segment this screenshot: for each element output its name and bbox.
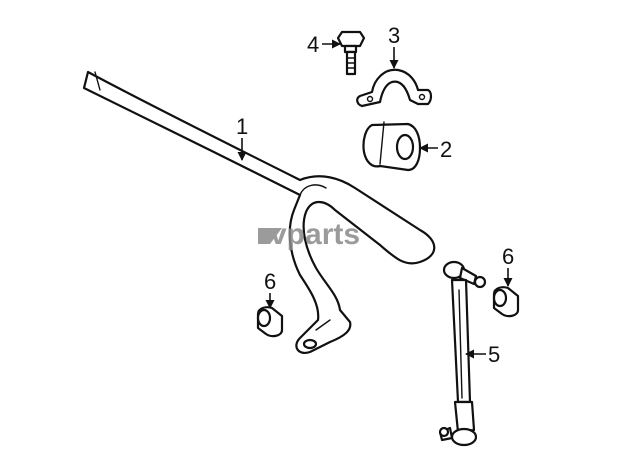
- svg-text:6: 6: [264, 269, 276, 294]
- link-nut-right[interactable]: [492, 286, 520, 318]
- link-nut-left[interactable]: [256, 306, 284, 338]
- bushing-bracket[interactable]: [356, 68, 433, 108]
- svg-text:5: 5: [488, 342, 500, 367]
- callout-6-left: 6: [264, 269, 276, 309]
- svg-text:2: 2: [440, 137, 452, 162]
- callout-2: 2: [419, 137, 452, 162]
- stabilizer-bushing[interactable]: [362, 121, 422, 172]
- callout-1: 1: [236, 114, 248, 161]
- callout-5: 5: [465, 342, 500, 367]
- svg-text:6: 6: [502, 244, 514, 269]
- callout-3: 3: [388, 23, 400, 69]
- callout-4: 4: [307, 32, 341, 57]
- svg-text:4: 4: [307, 32, 319, 57]
- svg-text:3: 3: [388, 23, 400, 48]
- logo-mark-icon: [258, 228, 282, 244]
- callout-6-right: 6: [502, 244, 514, 287]
- stabilizer-bar[interactable]: [82, 70, 436, 354]
- stabilizer-link[interactable]: [438, 260, 487, 447]
- watermark-logo: vparts: [258, 218, 360, 251]
- svg-text:vparts: vparts: [270, 218, 360, 251]
- svg-text:1: 1: [236, 114, 248, 139]
- bracket-bolt[interactable]: [336, 30, 366, 76]
